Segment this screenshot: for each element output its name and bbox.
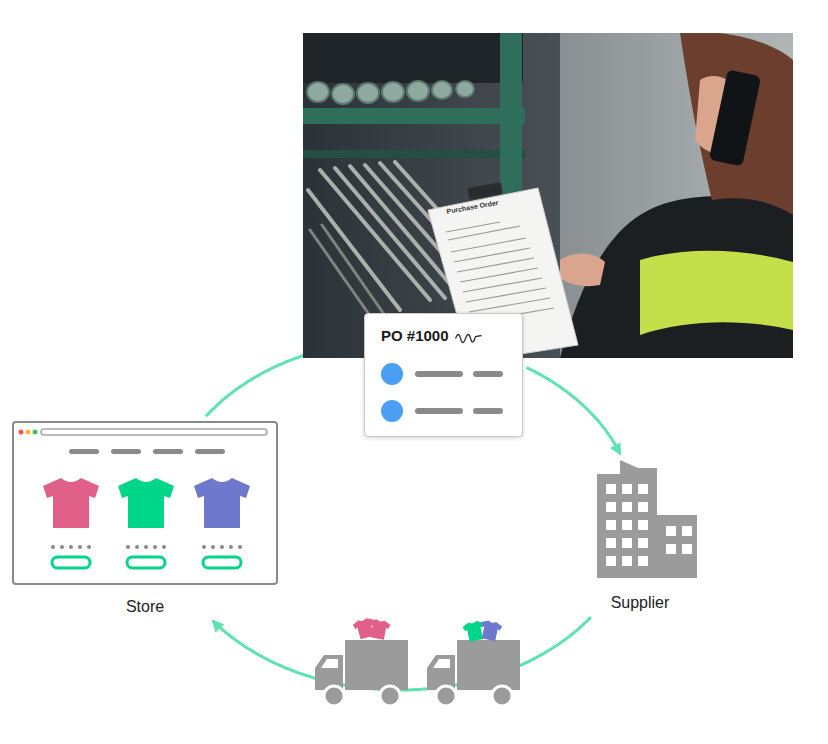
- delivery-trucks: [315, 616, 520, 706]
- purchase-order-card: PO #1000: [364, 313, 523, 437]
- flow-arrow: [213, 617, 591, 690]
- signature-mark: [456, 335, 482, 343]
- node-label: Store: [11, 598, 279, 616]
- flow-arrow: [526, 368, 620, 454]
- supplier-node: Supplier: [580, 458, 700, 614]
- order-number: PO #1000: [381, 327, 449, 344]
- warehouse-photo: [303, 33, 793, 358]
- node-illustration: [580, 458, 700, 578]
- node-illustration: [11, 420, 279, 586]
- store-node: Store: [11, 420, 279, 618]
- node-label: Supplier: [580, 594, 700, 612]
